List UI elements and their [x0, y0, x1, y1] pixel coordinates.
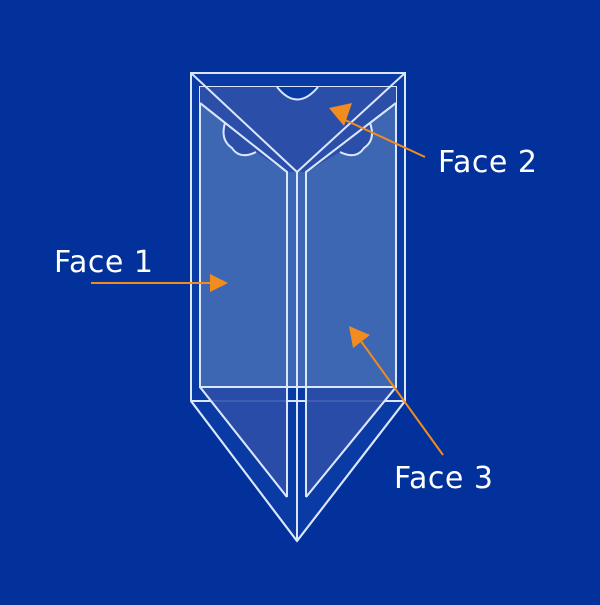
face3-arrow: [349, 326, 444, 456]
face1-label: Face 1: [54, 245, 154, 280]
face3-label: Face 3: [394, 461, 494, 496]
face2-arrow: [329, 103, 426, 158]
face2-label: Face 2: [438, 145, 538, 180]
face1-arrow: [91, 274, 228, 292]
scallop-decorations: [199, 102, 397, 173]
